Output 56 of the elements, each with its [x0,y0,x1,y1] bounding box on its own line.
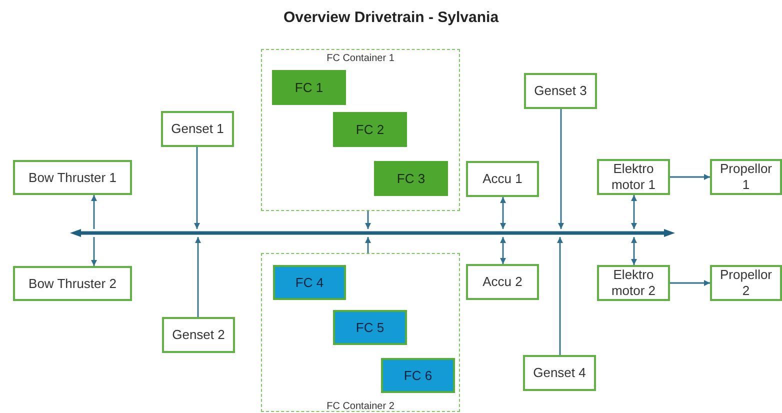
connector-arrow [91,237,97,266]
fuel-cell-box [374,161,448,196]
connector-arrow [631,237,637,265]
connector-arrow [670,174,710,180]
component-box [710,159,782,195]
node-label: FC 6 [404,368,432,383]
connector-arrow [558,109,564,229]
container-label: FC Container 2 [326,401,396,412]
bus-line [70,229,675,237]
node-label: Accu 2 [482,274,522,290]
container-label: FC Container 1 [326,53,396,64]
component-box [466,264,539,300]
node-label: Elektro motor 2 [610,267,657,299]
container-area [261,253,460,412]
node-label: FC 3 [396,171,426,186]
connector-arrow [195,237,201,317]
connector-arrow [500,197,506,229]
component-box [710,265,782,301]
connector-arrow [365,211,371,229]
node-label: FC 5 [356,320,384,335]
node-label: FC 2 [356,122,384,137]
fuel-cell-box [272,70,346,105]
fuel-cell-box [273,265,346,300]
container-area [261,49,460,211]
node-label: FC 1 [294,80,324,95]
node-label: Bow Thruster 1 [28,170,116,186]
component-box [597,159,670,195]
component-box [597,265,670,301]
connector-arrow [365,237,371,253]
component-box [161,111,234,147]
connector-arrow [194,147,200,229]
connector-arrow [557,237,563,355]
component-box [466,161,539,197]
component-box [524,73,597,109]
component-box [162,317,235,353]
component-box [13,160,132,195]
node-label: Genset 4 [533,365,586,381]
diagram-title: Overview Drivetrain - Sylvania [282,9,500,26]
component-box [13,266,132,301]
component-box [523,355,596,391]
node-label: Propellor 2 [718,267,774,299]
fuel-cell-box [381,358,455,393]
fuel-cell-box [333,310,407,345]
connector-arrow [631,195,637,229]
connector-arrow [91,195,97,229]
node-label: Genset 3 [534,83,587,99]
node-label: Bow Thruster 2 [28,276,116,292]
node-label: Propellor 1 [718,161,774,193]
connector-arrow [670,280,710,286]
node-label: Elektro motor 1 [610,161,657,193]
node-label: Genset 2 [172,327,225,343]
fuel-cell-box [333,112,407,147]
node-label: FC 4 [295,275,324,290]
node-label: Genset 1 [171,121,224,137]
connector-arrow [500,237,506,264]
node-label: Accu 1 [482,171,522,187]
